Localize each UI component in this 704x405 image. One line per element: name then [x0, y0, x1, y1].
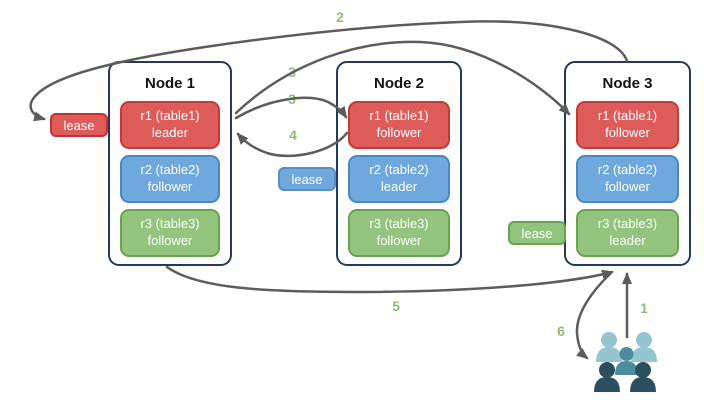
node2-replica-r2: r2 (table2) leader: [348, 155, 450, 203]
lease-badge-r2: lease: [278, 167, 336, 191]
node3-replica-r1: r1 (table1) follower: [576, 101, 679, 149]
replica-role: follower: [147, 179, 193, 194]
node1-replica-r3: r3 (table3) follower: [120, 209, 220, 257]
node-3: Node 3 r1 (table1) follower r2 (table2) …: [564, 61, 691, 266]
replica-role: leader: [151, 125, 189, 140]
node1-replica-r1: r1 (table1) leader: [120, 101, 220, 149]
node1-replica-r2: r2 (table2) follower: [120, 155, 220, 203]
step-label-6: 6: [557, 323, 565, 339]
step-label-4: 4: [289, 127, 297, 143]
replica-name: r3 (table3): [140, 216, 200, 232]
arrow-step5-node1-to-node3: [165, 265, 614, 294]
replica-role: follower: [605, 179, 650, 194]
step-label-2: 2: [336, 9, 344, 25]
step-label-1: 1: [640, 300, 648, 316]
step-label-3b: 3: [288, 91, 296, 107]
node-1-title: Node 1: [144, 74, 195, 92]
node-3-title: Node 3: [602, 74, 653, 92]
replica-name: r1 (table1): [369, 108, 429, 124]
step-label-5: 5: [392, 298, 400, 314]
replica-role: follower: [376, 125, 422, 140]
step-label-3a: 3: [288, 64, 296, 80]
replica-role: follower: [147, 233, 193, 248]
replica-name: r3 (table3): [369, 216, 429, 232]
lease-badge-r3: lease: [508, 221, 566, 245]
node-1: Node 1 r1 (table1) leader r2 (table2) fo…: [108, 61, 232, 266]
replica-name: r1 (table1): [597, 108, 658, 124]
lease-badge-r1: lease: [50, 113, 108, 137]
replica-name: r2 (table2): [597, 162, 658, 178]
replica-name: r2 (table2): [369, 162, 429, 178]
node-2: Node 2 r1 (table1) follower r2 (table2) …: [336, 61, 462, 266]
replica-name: r1 (table1): [140, 108, 200, 124]
replica-name: r2 (table2): [140, 162, 200, 178]
node-2-title: Node 2: [373, 74, 424, 92]
users-icon: [594, 332, 657, 392]
replica-role: follower: [376, 233, 422, 248]
replica-role: leader: [609, 233, 646, 248]
node2-replica-r3: r3 (table3) follower: [348, 209, 450, 257]
replica-role: follower: [605, 125, 650, 140]
node3-replica-r3: r3 (table3) leader: [576, 209, 679, 257]
replica-name: r3 (table3): [597, 216, 658, 232]
replica-role: leader: [380, 179, 418, 194]
node3-replica-r2: r2 (table2) follower: [576, 155, 679, 203]
node2-replica-r1: r1 (table1) follower: [348, 101, 450, 149]
